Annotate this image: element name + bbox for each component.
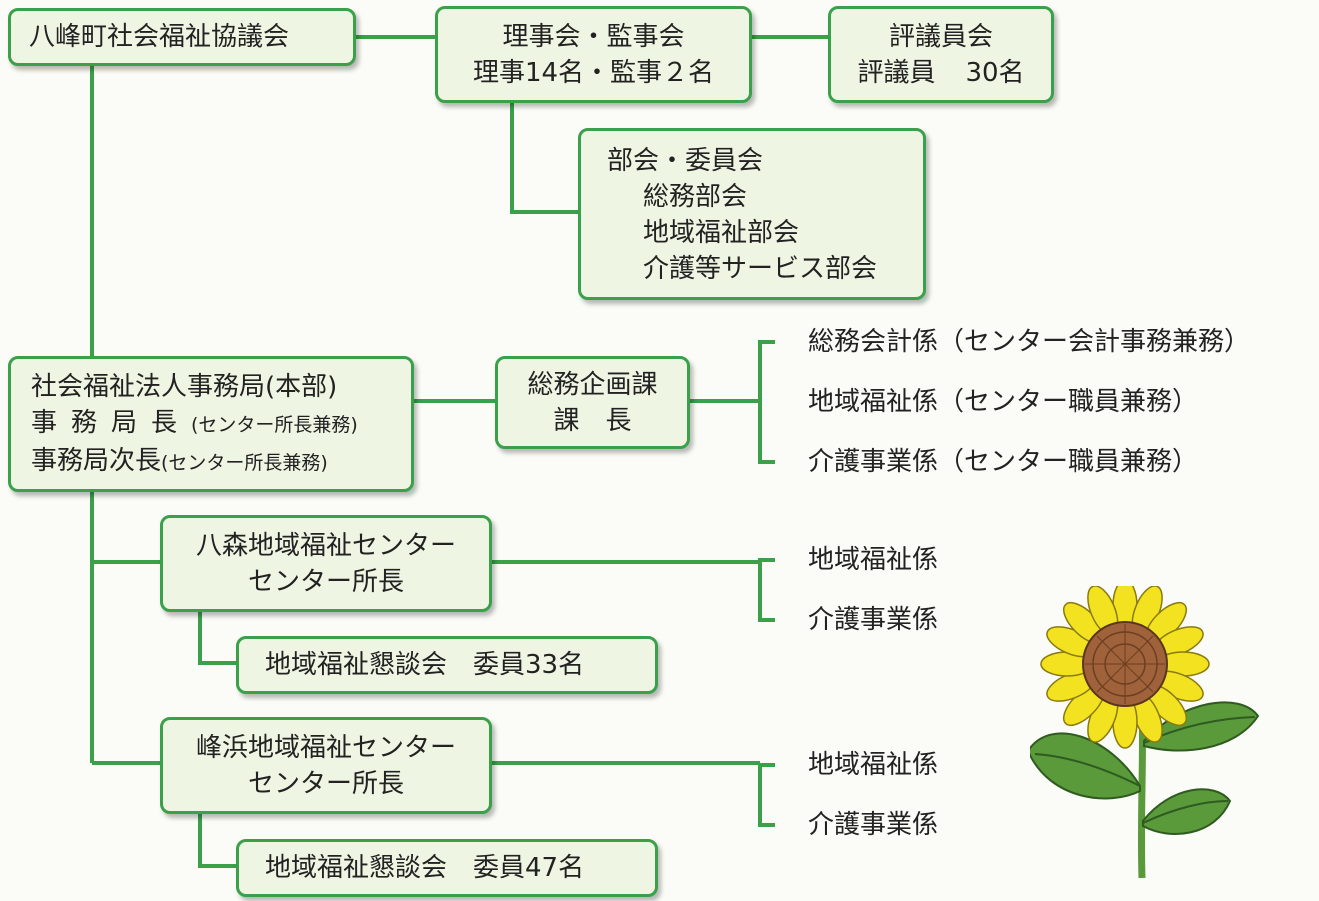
councilors-title: 評議員会 (888, 21, 993, 52)
councilors-members: 評議員 30名 (857, 55, 1024, 91)
councilors-count: 30名 (965, 57, 1025, 88)
secretariat-title: 社会福祉法人事務局(本部) (31, 372, 338, 402)
committees-title: 部会・委員会 (607, 146, 764, 176)
planning-title: 総務企画課 (527, 369, 658, 400)
deputy-note: (センター所長兼務) (161, 452, 328, 474)
committee-item-care-services: 介護等サービス部会 (643, 254, 878, 284)
board-box: 理事会・監事会 理事14名・監事２名 (435, 6, 752, 103)
minehama-round-table: 地域福祉懇談会 委員47名 (265, 853, 585, 883)
minehama-round-table-box: 地域福祉懇談会 委員47名 (236, 839, 658, 897)
councilors-box: 評議員会 評議員 30名 (828, 6, 1054, 103)
minehama-section-welfare: 地域福祉係 (808, 750, 939, 780)
hachimori-round-table-box: 地域福祉懇談会 委員33名 (236, 636, 658, 694)
director-title: 事務局長 (31, 408, 192, 438)
board-members: 理事14名・監事２名 (472, 57, 715, 88)
secretariat-box: 社会福祉法人事務局(本部) 事務局長(センター所長兼務) 事務局次長(センター所… (8, 356, 414, 492)
planning-head: 課 長 (553, 405, 632, 436)
minehama-section-care: 介護事業係 (808, 810, 939, 840)
hachimori-section-care: 介護事業係 (808, 605, 939, 635)
hachimori-center-head: センター所長 (247, 566, 404, 597)
hachimori-section-welfare: 地域福祉係 (808, 545, 939, 575)
minehama-center-name: 峰浜地域福祉センター (195, 732, 456, 763)
committee-item-community-welfare: 地域福祉部会 (643, 218, 800, 248)
planning-section-accounting: 総務会計係（センター会計事務兼務） (808, 327, 1251, 357)
hachimori-round-table: 地域福祉懇談会 委員33名 (265, 650, 585, 680)
planning-section-welfare: 地域福祉係（センター職員兼務） (808, 387, 1199, 417)
minehama-center-head: センター所長 (247, 768, 404, 799)
committees-box: 部会・委員会 総務部会 地域福祉部会 介護等サービス部会 (578, 128, 926, 300)
planning-section-care: 介護事業係（センター職員兼務） (808, 447, 1199, 477)
hachimori-center-name: 八森地域福祉センター (195, 530, 456, 561)
hachimori-center-box: 八森地域福祉センター センター所長 (160, 515, 492, 612)
secretariat-director: 事務局長(センター所長兼務) (31, 405, 411, 443)
council-name: 八峰町社会福祉協議会 (29, 22, 290, 52)
council-box: 八峰町社会福祉協議会 (8, 8, 356, 66)
councilors-label: 評議員 (857, 57, 936, 88)
sunflower-icon (1030, 586, 1260, 879)
planning-box: 総務企画課 課 長 (495, 356, 690, 449)
minehama-center-box: 峰浜地域福祉センター センター所長 (160, 717, 492, 814)
committee-item-general-affairs: 総務部会 (643, 182, 748, 212)
director-note: (センター所長兼務) (191, 414, 358, 436)
deputy-title: 事務局次長 (31, 446, 162, 476)
secretariat-deputy: 事務局次長(センター所長兼務) (31, 443, 411, 481)
board-title: 理事会・監事会 (502, 21, 685, 52)
